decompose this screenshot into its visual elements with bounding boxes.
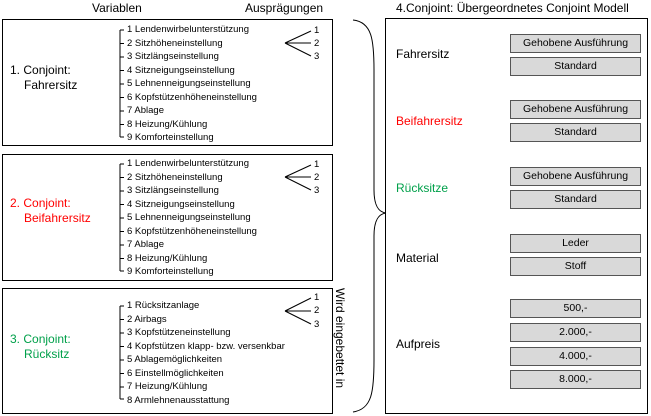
conjoint-2-level: 2 bbox=[314, 172, 320, 183]
conjoint-2-level: 1 bbox=[314, 159, 320, 170]
conjoint-1-variable: 4 Sitzneigungseinstellung bbox=[127, 64, 235, 76]
conjoint-3-variable: 2 Airbags bbox=[127, 313, 167, 325]
model-option-aufpreis: 8.000,- bbox=[510, 370, 641, 389]
conjoint-2-variable: 5 Lehnenneigungseinstellung bbox=[127, 212, 251, 223]
model-option-fahrersitz: Standard bbox=[510, 57, 641, 76]
model-category-beifahrersitz: Beifahrersitz bbox=[396, 114, 463, 128]
conjoint-1-level: 2 bbox=[314, 38, 320, 49]
conjoint-box-beifahrersitz bbox=[2, 154, 333, 281]
conjoint-2-variable: 1 Lendenwirbelunterstützung bbox=[127, 158, 250, 169]
conjoint-2-variable: 2 Sitzhöheneinstellung bbox=[127, 171, 223, 183]
model-option-ruecksitze: Standard bbox=[510, 190, 641, 209]
conjoint-1-level: 3 bbox=[314, 51, 320, 62]
model-option-aufpreis: 4.000,- bbox=[510, 347, 641, 366]
conjoint-1-variable: 6 Kopfstützenhöheneinstellung bbox=[127, 91, 257, 103]
conjoint-3-variable: 3 Kopfstützeneinstellung bbox=[127, 327, 231, 338]
conjoint-2-variable: 3 Sitzlängseinstellung bbox=[127, 185, 219, 196]
conjoint-3-variable: 6 Einstellmöglichkeiten bbox=[127, 367, 224, 379]
conjoint-1-variable: 8 Heizung/Kühlung bbox=[127, 118, 208, 130]
model-category-aufpreis: Aufpreis bbox=[396, 337, 441, 351]
conjoint-3-level: 3 bbox=[314, 319, 320, 330]
conjoint-3-level: 2 bbox=[314, 305, 320, 316]
model-option-material: Leder bbox=[510, 234, 641, 253]
model-category-ruecksitze: Rücksitze bbox=[396, 181, 449, 195]
model-option-fahrersitz: Gehobene Ausführung bbox=[510, 34, 641, 53]
conjoint-3-variable: 7 Heizung/Kühlung bbox=[127, 381, 208, 392]
model-option-aufpreis: 500,- bbox=[510, 299, 641, 318]
conjoint-box-fahrersitz bbox=[2, 19, 333, 146]
conjoint-1-title: 1. Conjoint: Fahrersitz bbox=[10, 63, 77, 93]
model-option-beifahrersitz: Standard bbox=[510, 123, 641, 142]
header-variablen: Variablen bbox=[92, 1, 142, 15]
conjoint-1-title-line2: Fahrersitz bbox=[24, 78, 78, 92]
embedded-label: Wird eingebettet in bbox=[333, 288, 347, 389]
conjoint-3-level: 1 bbox=[314, 292, 320, 303]
conjoint-3-level-fan bbox=[284, 297, 312, 325]
conjoint-1-variable: 2 Sitzhöheneinstellung bbox=[127, 37, 223, 49]
conjoint-2-variable: 9 Komforteinstellung bbox=[127, 266, 214, 277]
conjoint-1-variable-bracket bbox=[119, 29, 124, 138]
conjoint-2-level: 3 bbox=[314, 185, 320, 196]
conjoint-box-ruecksitz bbox=[2, 288, 333, 414]
model-option-beifahrersitz: Gehobene Ausführung bbox=[510, 100, 641, 119]
conjoint-2-level-fan bbox=[284, 164, 312, 191]
conjoint-2-title-line1: Conjoint: bbox=[23, 196, 71, 210]
conjoint-2-variable: 4 Sitzneigungseinstellung bbox=[127, 198, 235, 210]
conjoint-3-title: 3. Conjoint: Rücksitz bbox=[10, 332, 71, 362]
conjoint-2-number: 2. bbox=[10, 196, 21, 210]
conjoint-2-variable: 6 Kopfstützenhöheneinstellung bbox=[127, 225, 257, 237]
conjoint-2-variable-bracket bbox=[119, 163, 124, 272]
conjoint-1-level: 1 bbox=[314, 25, 320, 36]
header-gesamtmodell: 4.Conjoint: Übergeordnetes Conjoint Mode… bbox=[396, 1, 629, 15]
header-auspraegungen: Ausprägungen bbox=[245, 1, 324, 15]
conjoint-2-variable: 8 Heizung/Kühlung bbox=[127, 252, 208, 264]
conjoint-2-variable: 7 Ablage bbox=[127, 239, 164, 250]
model-option-material: Stoff bbox=[510, 257, 641, 276]
conjoint-1-variable: 5 Lehnenneigungseinstellung bbox=[127, 78, 251, 89]
model-category-fahrersitz: Fahrersitz bbox=[396, 47, 450, 61]
conjoint-1-variable: 9 Komforteinstellung bbox=[127, 132, 214, 143]
conjoint-1-variable: 1 Lendenwirbelunterstützung bbox=[127, 24, 250, 35]
conjoint-3-number: 3. bbox=[10, 332, 21, 346]
conjoint-3-title-line1: Conjoint: bbox=[23, 332, 71, 346]
conjoint-3-variable-bracket bbox=[119, 305, 124, 400]
conjoint-1-variable: 3 Sitzlängseinstellung bbox=[127, 51, 219, 62]
embedding-brace bbox=[352, 19, 387, 413]
conjoint-3-variable: 1 Rücksitzanlage bbox=[127, 300, 200, 311]
conjoint-1-title-line1: Conjoint: bbox=[23, 63, 71, 77]
conjoint-3-title-line2: Rücksitz bbox=[24, 347, 70, 361]
conjoint-1-number: 1. bbox=[10, 63, 21, 77]
conjoint-1-level-fan bbox=[284, 30, 312, 57]
conjoint-3-variable: 4 Kopfstützen klapp- bzw. versenkbar bbox=[127, 340, 285, 352]
conjoint-3-variable: 8 Armlehnenausstattung bbox=[127, 394, 230, 406]
model-option-aufpreis: 2.000,- bbox=[510, 323, 641, 342]
model-category-material: Material bbox=[396, 251, 439, 265]
conjoint-1-variable: 7 Ablage bbox=[127, 105, 164, 116]
conjoint-3-variable: 5 Ablagemöglichkeiten bbox=[127, 354, 223, 365]
conjoint-2-title-line2: Beifahrersitz bbox=[24, 211, 91, 225]
conjoint-2-title: 2. Conjoint: Beifahrersitz bbox=[10, 196, 91, 226]
model-option-ruecksitze: Gehobene Ausführung bbox=[510, 167, 641, 186]
